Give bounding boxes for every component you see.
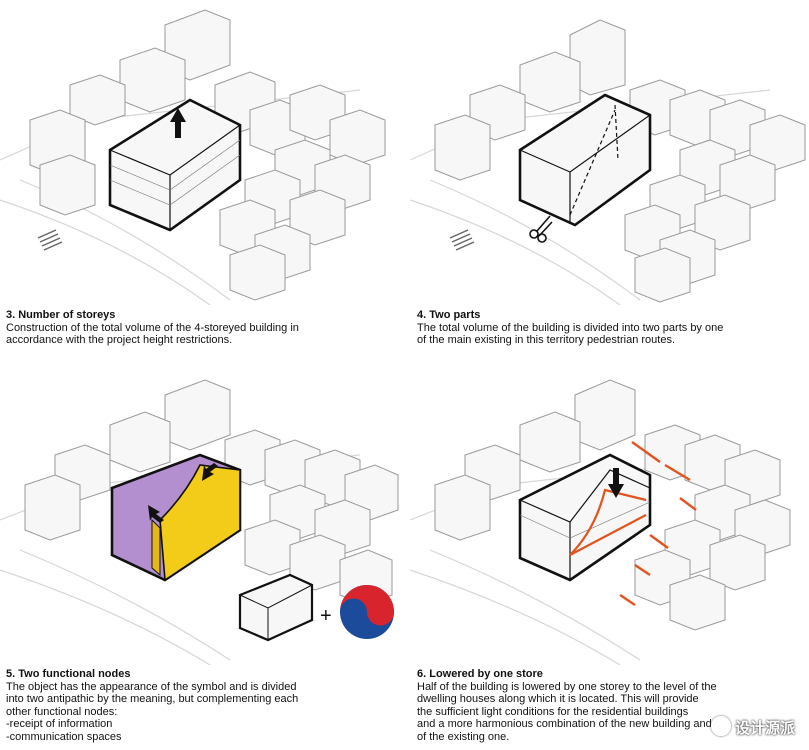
caption-two-functional-nodes: 5. Two functional nodes The object has t… — [6, 668, 298, 744]
new-building-volume — [108, 98, 242, 232]
caption-two-parts: 4. Two parts The total volume of the bui… — [417, 309, 723, 347]
context-buildings — [434, 379, 791, 631]
context-buildings — [434, 19, 806, 303]
red-accent-edges — [619, 441, 697, 606]
context-buildings — [24, 379, 399, 606]
plus-sign: + — [320, 605, 332, 627]
caption-lowered-by-one-store: 6. Lowered by one store Half of the buil… — [417, 668, 717, 744]
caption-line: accordance with the project height restr… — [6, 334, 233, 347]
caption-line: The total volume of the building is divi… — [417, 321, 724, 334]
site-model-storeys — [0, 9, 386, 305]
watermark-text: 设计源派 — [734, 719, 795, 737]
caption-line: and a more harmonious combination of the… — [417, 718, 712, 731]
arrow-down-icon — [608, 468, 624, 498]
caption-line: of the existing one. — [417, 730, 510, 743]
caption-title: 4. Two parts — [417, 309, 481, 321]
site-model-functional-nodes: + — [0, 379, 399, 665]
caption-title: 5. Two functional nodes — [6, 668, 131, 680]
new-building-volume — [110, 453, 242, 582]
panel-lowered-by-one-store — [410, 370, 809, 665]
taeguk-symbol-icon — [340, 585, 394, 639]
caption-line: dwelling houses along which it is locate… — [417, 693, 699, 706]
arrow-up-icon — [170, 108, 186, 138]
site-model-lowered — [410, 379, 791, 665]
lowered-outline — [569, 488, 647, 556]
new-building-volume — [518, 93, 652, 227]
scissors-icon — [529, 215, 553, 243]
caption-line: into two antipathic by the meaning, but … — [6, 693, 299, 706]
caption-title: 6. Lowered by one store — [417, 668, 543, 680]
caption-line: Half of the building is lowered by one s… — [417, 680, 717, 693]
caption-line: The object has the appearance of the sym… — [6, 680, 297, 693]
caption-title: 3. Number of storeys — [6, 309, 116, 321]
small-building-outline — [238, 573, 314, 642]
caption-line: of the main existing in this territory p… — [417, 334, 676, 347]
crosswalk — [449, 229, 475, 251]
caption-line: the sufficient light conditions for the … — [417, 705, 689, 718]
caption-line: other functional nodes: — [6, 705, 118, 718]
panel-number-of-storeys — [0, 0, 400, 305]
caption-number-of-storeys: 3. Number of storeys Construction of the… — [6, 309, 299, 347]
site-model-two-parts — [410, 19, 806, 305]
caption-line: Construction of the total volume of the … — [6, 321, 299, 334]
new-building-volume — [518, 453, 652, 582]
context-buildings — [29, 9, 386, 301]
crosswalk — [37, 229, 63, 251]
arrow-diagonal-icon — [148, 463, 218, 523]
caption-line: -communication spaces — [6, 730, 122, 743]
caption-line: -receipt of information — [6, 718, 113, 731]
panel-two-functional-nodes: + — [0, 370, 400, 665]
watermark: 设计源派 — [710, 716, 795, 738]
panel-two-parts — [410, 0, 809, 305]
watermark-logo-icon — [710, 716, 731, 736]
